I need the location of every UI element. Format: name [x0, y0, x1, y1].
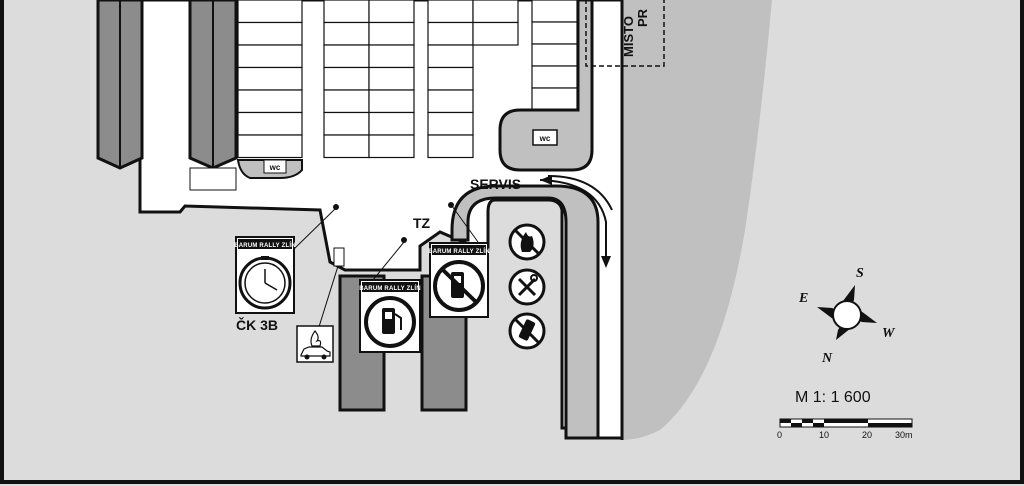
servis-arrow-curve: [539, 179, 607, 262]
parking-bay: [323, 21, 370, 46]
leader-ck-dot: [333, 204, 339, 210]
wc-label-left: wc: [269, 163, 281, 172]
parking-bay: [323, 111, 370, 136]
ck-clock-sign: BARUM RALLY ZLÍN: [234, 236, 296, 314]
parking-bay: [323, 66, 370, 91]
scale-tick-0: 0: [777, 430, 782, 440]
parking-bay: [531, 0, 578, 23]
leader-ck: [292, 207, 337, 251]
no-phone-icon: [508, 312, 546, 350]
leader-fuel-dot: [401, 237, 407, 243]
parking-bay: [323, 0, 370, 24]
parking-bay: [323, 134, 370, 159]
hangar-2-base: [189, 167, 237, 191]
parking-bay: [427, 89, 474, 114]
misto-label-1: MÍSTO: [621, 16, 636, 57]
parking-bay: [427, 44, 474, 69]
parking-bay: [323, 89, 370, 114]
parking-bay: [531, 21, 578, 45]
parking-bay: [531, 43, 578, 67]
parking-bay: [323, 44, 370, 69]
scale-tick-20: 20: [862, 430, 872, 440]
fuel-sign: BARUM RALLY ZLÍN: [359, 279, 421, 353]
scale-bar: [779, 418, 913, 428]
parking-bay: [368, 111, 415, 136]
leader-nofuel: [451, 205, 479, 243]
leader-nofuel-dot: [448, 202, 454, 208]
lane-u: [450, 184, 600, 440]
parking-bay: [237, 111, 303, 136]
compass-s: S: [856, 266, 864, 281]
parking-bay: [368, 66, 415, 91]
no-fire-icon: [508, 223, 546, 261]
parking-bay: [531, 65, 578, 89]
wc-island: [498, 0, 594, 172]
misto-label-2: PR: [635, 8, 650, 27]
compass-icon: [817, 285, 877, 340]
parking-bay: [427, 21, 474, 46]
parking-bay: [237, 21, 303, 46]
hill-area: [622, 0, 772, 440]
parking-bay: [368, 89, 415, 114]
servis-arrow-head-down: [601, 256, 611, 268]
parking-bay: [368, 44, 415, 69]
fire-marker: [333, 247, 345, 267]
servis-label: SERVIS: [470, 176, 521, 192]
compass-e: E: [798, 291, 808, 306]
leader-fuel: [372, 241, 405, 281]
tz-label: TZ: [413, 215, 431, 231]
parking-bay: [368, 134, 415, 159]
dashed-zone: [585, 0, 665, 67]
nofuel-sign-banner: BARUM RALLY ZLÍN: [428, 247, 490, 255]
ck-label: ČK 3B: [236, 316, 278, 333]
scale-label: M 1: 1 600: [795, 389, 871, 406]
parking-bay: [472, 0, 519, 24]
scale-tick-10: 10: [819, 430, 829, 440]
parking-bay: [427, 66, 474, 91]
scale-tick-30m: 30m: [895, 430, 913, 440]
wc-sign-left: [263, 159, 287, 174]
parking-bay: [427, 111, 474, 136]
parking-bay: [237, 44, 303, 69]
ck-sign-banner: BARUM RALLY ZLÍN: [234, 241, 296, 249]
compass-w: W: [882, 326, 896, 341]
no-fuel-sign: BARUM RALLY ZLÍN: [428, 242, 490, 318]
wc-sign-right: [532, 129, 558, 146]
fuel-sign-banner: BARUM RALLY ZLÍN: [359, 284, 421, 292]
parking-bay: [237, 66, 303, 91]
parking-bay: [427, 134, 474, 159]
servis-arrow-head-left: [540, 175, 552, 185]
compass-n: N: [821, 351, 833, 366]
parking-bay: [472, 21, 519, 46]
fire-car-icon: [296, 325, 334, 363]
wc-label-right: wc: [539, 134, 551, 143]
parking-bay: [237, 0, 303, 24]
parking-bay: [531, 87, 578, 111]
leader-fire: [317, 265, 339, 331]
parking-bay: [427, 0, 474, 24]
parking-bay: [368, 0, 415, 24]
parking-grids: [237, 0, 578, 159]
servis-arrow-curve-2: [547, 175, 613, 211]
parking-bay: [237, 134, 303, 159]
parking-bay: [237, 89, 303, 114]
no-tools-icon: [508, 268, 546, 306]
parking-bay: [368, 21, 415, 46]
